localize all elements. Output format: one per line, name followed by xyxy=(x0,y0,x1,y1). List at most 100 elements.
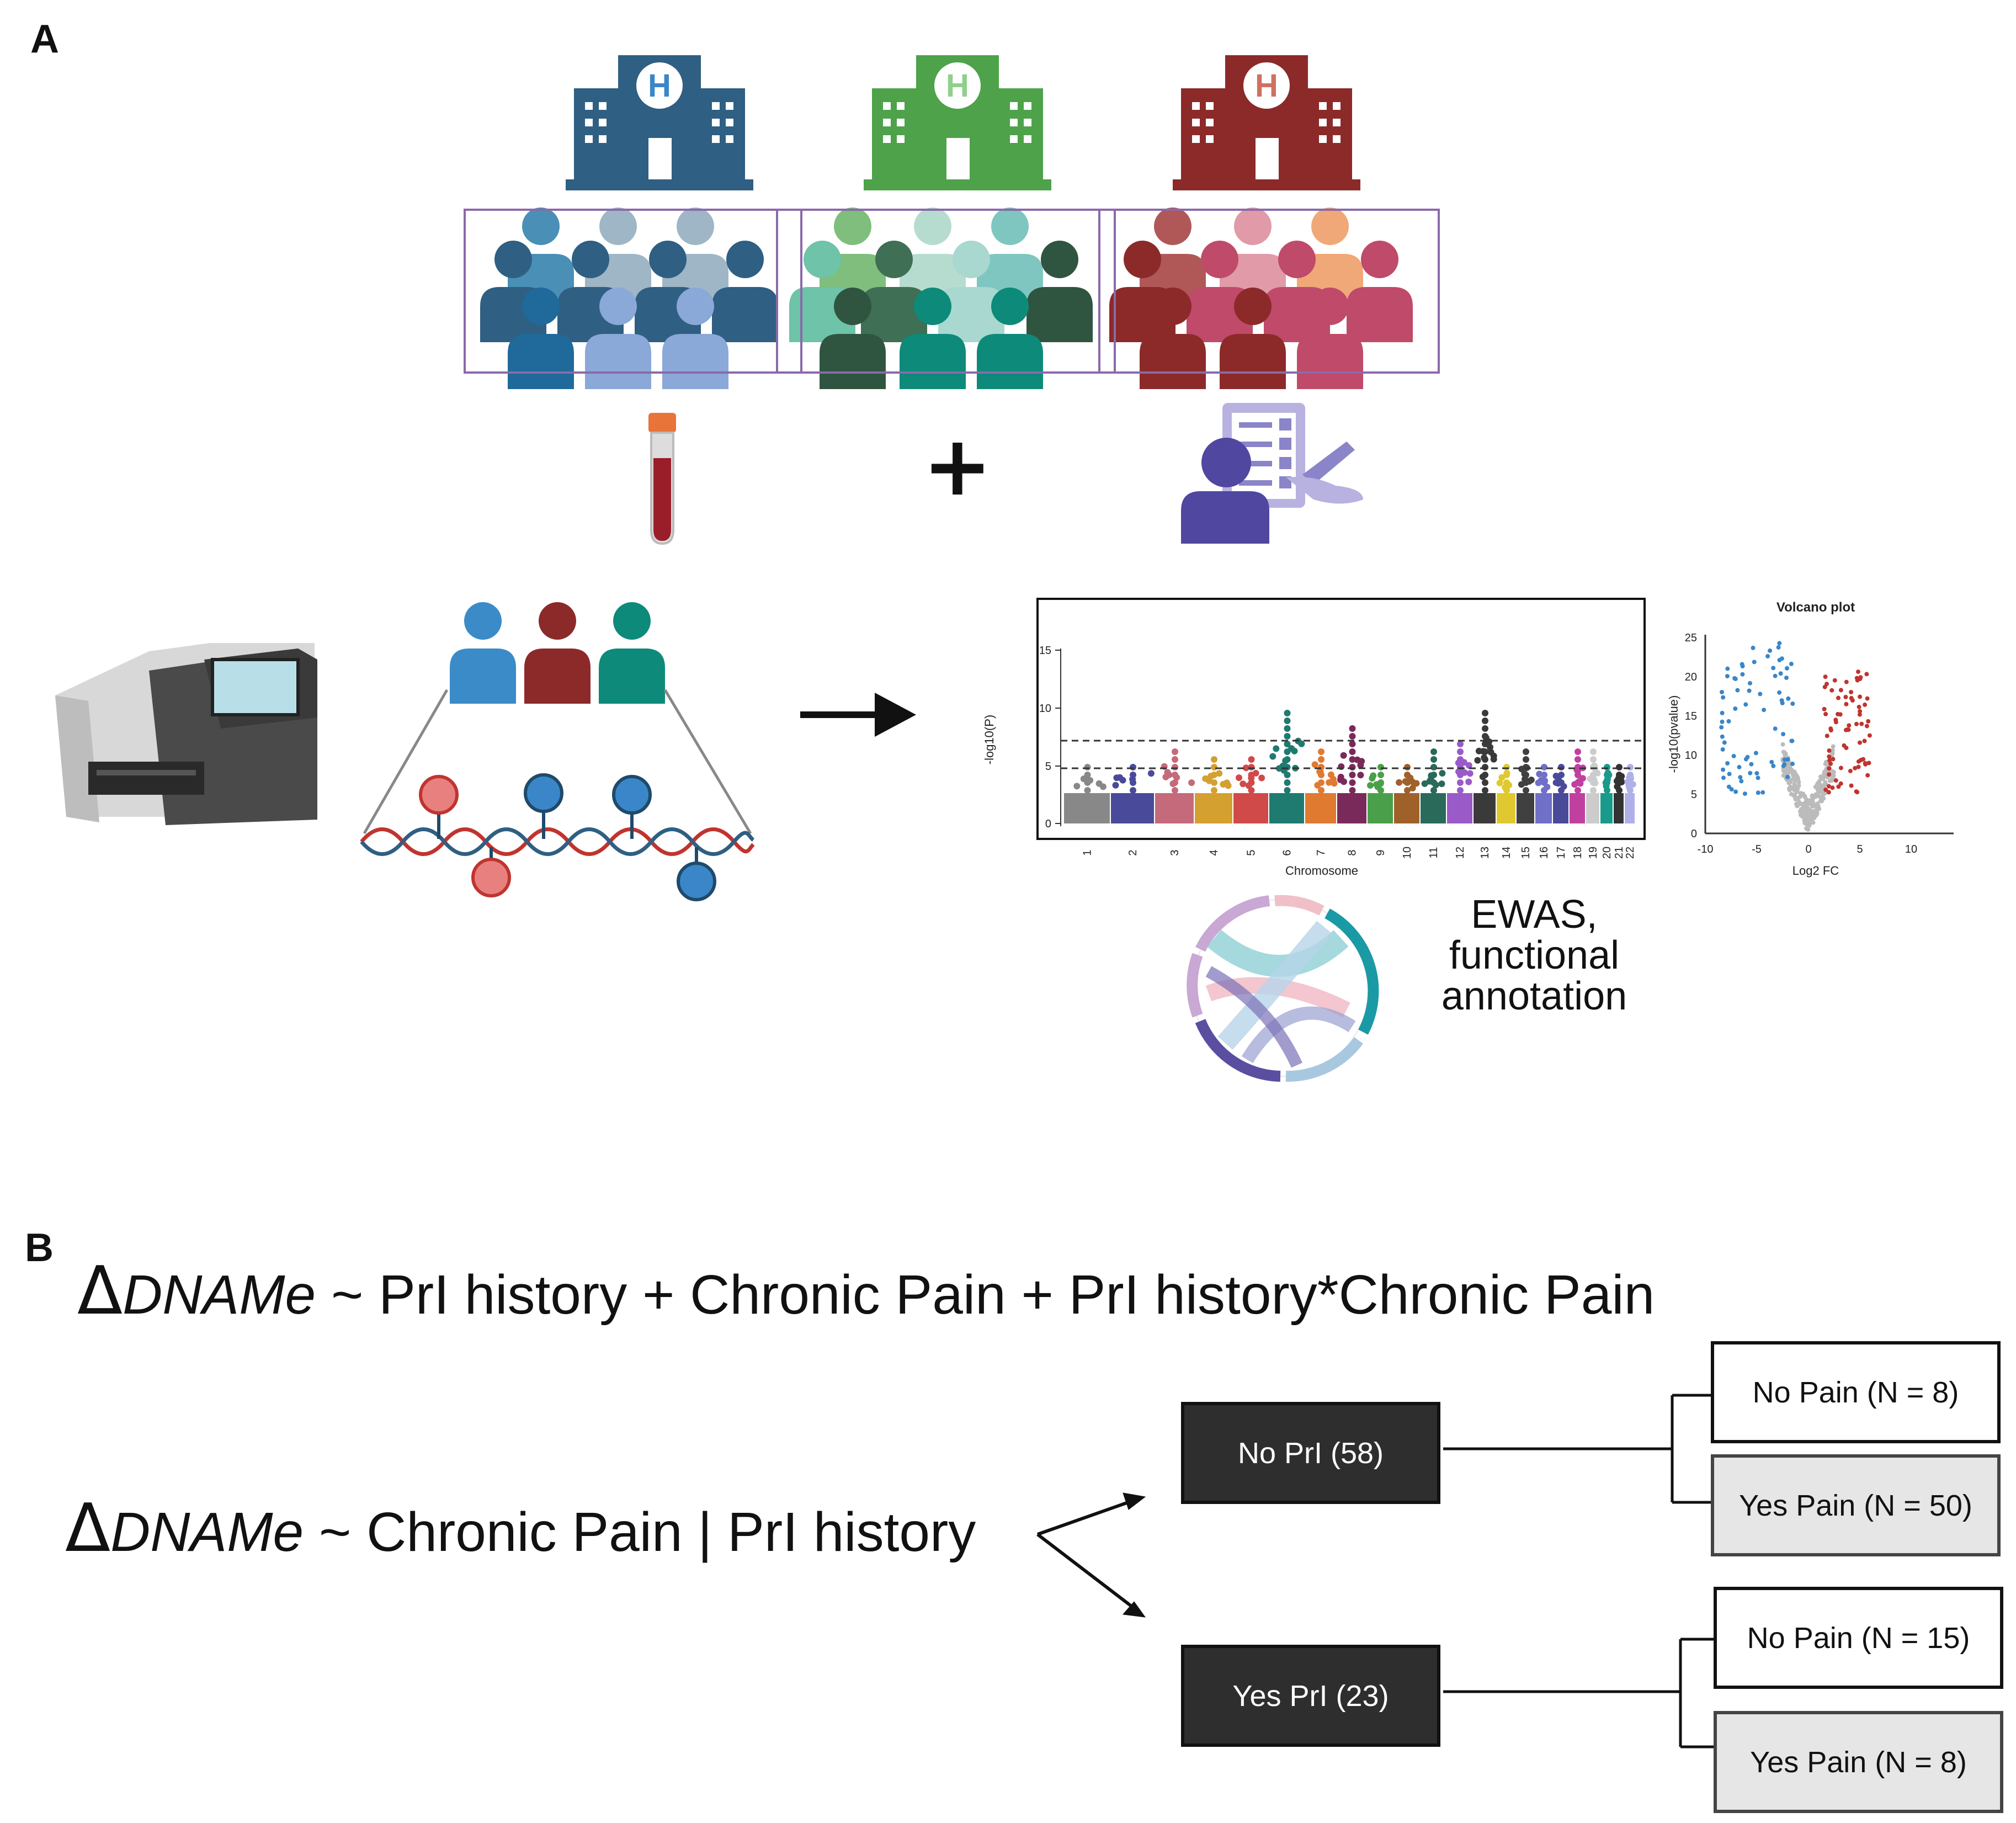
manhattan-point xyxy=(1349,772,1356,778)
manhattan-point xyxy=(1616,772,1623,778)
volcano-point xyxy=(1720,710,1725,715)
panel-label-b: B xyxy=(25,1226,54,1270)
manhattan-point xyxy=(1475,747,1482,754)
manhattan-point xyxy=(1284,733,1291,740)
ewas-line: annotation xyxy=(1441,974,1627,1018)
dna-methylation-icon xyxy=(360,602,755,901)
volcano-point xyxy=(1844,679,1849,684)
manhattan-point xyxy=(1465,762,1472,769)
manhattan-point xyxy=(1604,779,1610,786)
volcano-point xyxy=(1784,676,1789,681)
manhattan-point xyxy=(1558,787,1565,794)
manhattan-band xyxy=(1233,793,1268,823)
volcano-xtick: 10 xyxy=(1905,843,1917,855)
manhattan-point xyxy=(1457,741,1464,747)
manhattan-point xyxy=(1284,725,1291,732)
volcano-point xyxy=(1785,666,1789,671)
manhattan-point xyxy=(1340,752,1347,759)
manhattan-point xyxy=(1349,787,1356,794)
volcano-point xyxy=(1828,761,1833,766)
manhattan-point xyxy=(1590,787,1597,794)
manhattan-ytick: 15 xyxy=(1039,645,1051,657)
volcano-point xyxy=(1822,771,1827,776)
volcano-title: Volcano plot xyxy=(1776,600,1855,615)
equation-interaction: ΔDNAMe ~ PrI history + Chronic Pain + Pr… xyxy=(77,1253,1655,1330)
manhattan-point xyxy=(1590,756,1597,763)
manhattan-point xyxy=(1430,779,1437,786)
volcano-point xyxy=(1795,804,1800,809)
manhattan-point xyxy=(1482,772,1488,778)
volcano-point xyxy=(1720,690,1724,694)
volcano-point xyxy=(1720,719,1725,724)
manhattan-point xyxy=(1574,779,1581,786)
manhattan-point xyxy=(1490,756,1497,763)
manhattan-point xyxy=(1404,787,1411,794)
volcano-point xyxy=(1831,773,1836,778)
volcano-point xyxy=(1815,793,1820,798)
manhattan-band xyxy=(1600,793,1613,823)
manhattan-band xyxy=(1474,793,1496,823)
volcano-point xyxy=(1789,661,1794,666)
manhattan-point xyxy=(1240,780,1247,788)
manhattan-point xyxy=(1503,764,1510,770)
manhattan-point xyxy=(1211,764,1217,770)
volcano-point xyxy=(1800,793,1805,798)
manhattan-point xyxy=(1558,764,1565,770)
volcano-point xyxy=(1823,711,1828,716)
manhattan-band xyxy=(1497,793,1515,823)
volcano-point xyxy=(1827,754,1832,759)
manhattan-xtick: 14 xyxy=(1501,847,1513,859)
manhattan-point xyxy=(1337,776,1344,783)
manhattan-point xyxy=(1349,779,1356,786)
volcano-point xyxy=(1788,765,1792,770)
volcano-ytick: 0 xyxy=(1691,828,1697,840)
manhattan-point xyxy=(1457,772,1464,778)
svg-text:H: H xyxy=(946,68,969,104)
manhattan-xtick: 3 xyxy=(1169,849,1181,855)
volcano-points xyxy=(1719,641,1872,832)
manhattan-point xyxy=(1523,772,1529,778)
manhattan-point xyxy=(1604,764,1610,770)
volcano-point xyxy=(1867,733,1872,738)
volcano-ytick: 15 xyxy=(1685,710,1697,722)
plus-sign: + xyxy=(923,418,992,514)
volcano-point xyxy=(1833,778,1838,783)
manhattan-xtick: 9 xyxy=(1375,849,1387,855)
volcano-xtick: 5 xyxy=(1857,843,1863,855)
volcano-point xyxy=(1737,764,1742,769)
manhattan-xtick: 20 xyxy=(1601,847,1613,859)
svg-text:H: H xyxy=(1255,68,1278,104)
volcano-point xyxy=(1792,783,1797,788)
volcano-point xyxy=(1748,770,1753,775)
volcano-point xyxy=(1813,785,1818,790)
volcano-point xyxy=(1740,664,1745,669)
volcano-point xyxy=(1844,701,1849,706)
manhattan-point xyxy=(1377,779,1384,786)
volcano-point xyxy=(1824,734,1829,738)
volcano-point xyxy=(1788,780,1792,785)
manhattan-point xyxy=(1331,780,1338,787)
manhattan-point xyxy=(1535,779,1542,786)
volcano-point xyxy=(1836,784,1841,789)
volcano-point xyxy=(1821,796,1826,801)
manhattan-point xyxy=(1211,787,1217,794)
volcano-point xyxy=(1823,674,1828,679)
volcano-point xyxy=(1792,792,1797,797)
manhattan-point xyxy=(1503,787,1510,794)
manhattan-point xyxy=(1284,741,1291,747)
manhattan-ylabel: -log10(P) xyxy=(982,715,996,764)
volcano-point xyxy=(1793,797,1798,802)
volcano-point xyxy=(1849,783,1854,788)
manhattan-band xyxy=(1155,793,1194,823)
manhattan-xtick: 7 xyxy=(1315,849,1327,855)
volcano-point xyxy=(1786,696,1791,701)
volcano-point xyxy=(1725,761,1730,766)
volcano-point xyxy=(1838,766,1843,770)
volcano-point xyxy=(1858,694,1863,699)
volcano-point xyxy=(1762,708,1767,713)
manhattan-point xyxy=(1130,764,1136,770)
volcano-point xyxy=(1796,780,1801,785)
equation-rest: ~ Chronic Pain | PrI history xyxy=(304,1501,976,1563)
volcano-point xyxy=(1850,698,1855,703)
manhattan-xtick: 19 xyxy=(1587,847,1599,859)
